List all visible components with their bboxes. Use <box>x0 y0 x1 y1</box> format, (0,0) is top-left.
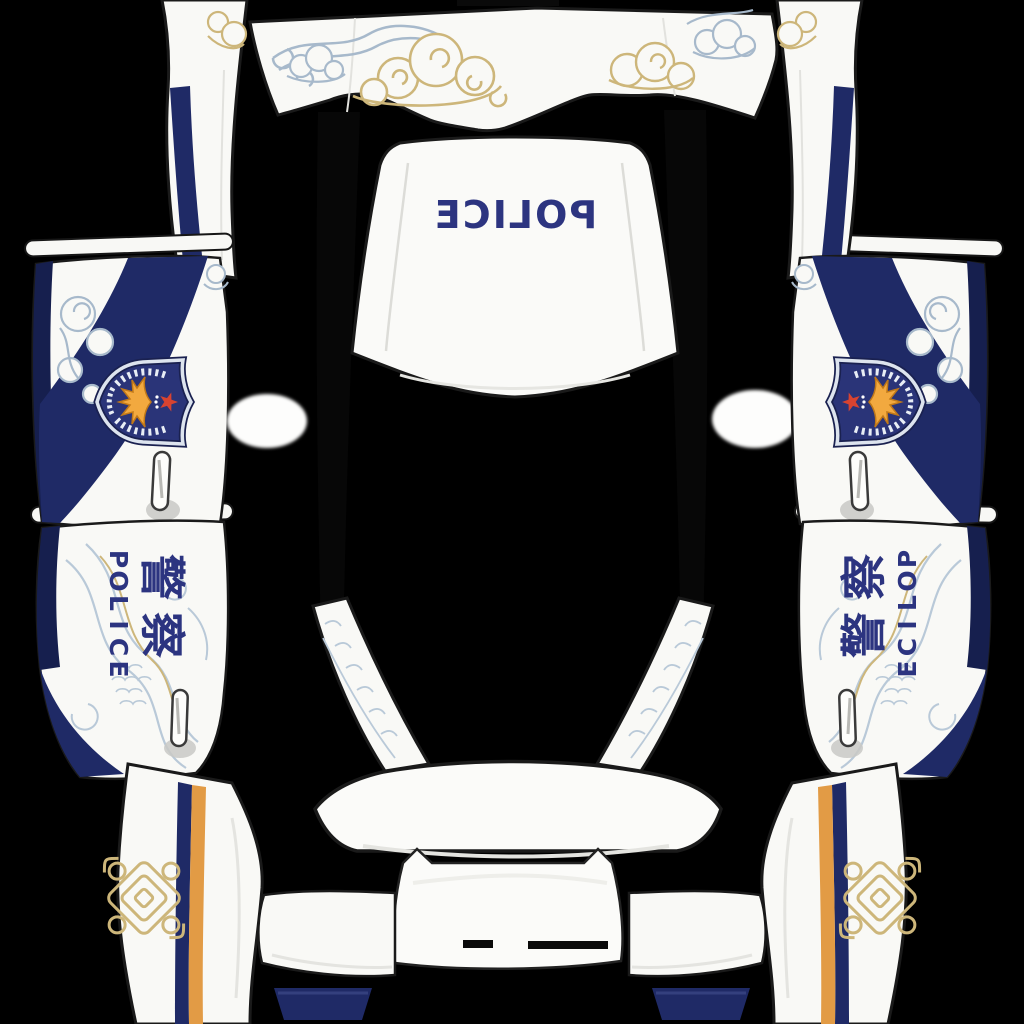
roof-panel-shape <box>248 6 779 133</box>
right-fender-panel <box>754 758 932 1024</box>
hood-shading <box>399 373 631 390</box>
badge-star <box>842 392 860 412</box>
cloud-pattern <box>56 295 115 405</box>
cloud-pattern <box>905 295 964 405</box>
fender-navy-stripe <box>175 782 192 1024</box>
trunk-shading <box>412 873 608 885</box>
roof-crease <box>346 17 356 113</box>
livery-glyph: E <box>893 660 922 678</box>
pillar-crease <box>799 69 804 261</box>
wing-shading <box>631 953 753 969</box>
right-bumper-wing <box>627 885 772 980</box>
surround-left-arm <box>311 596 432 773</box>
rear-door-navy-edge <box>36 526 60 670</box>
door-handle <box>831 688 863 758</box>
badge-dot <box>862 400 866 404</box>
livery-glyph: 警 <box>135 554 189 600</box>
badge-wreath <box>106 368 167 436</box>
a-pillar-left <box>316 112 360 638</box>
rear-door-navy-wedge <box>903 668 987 777</box>
badge-dot <box>155 405 159 409</box>
cloud-pattern <box>791 264 817 290</box>
surround-right-arm <box>594 596 715 773</box>
fender-shading <box>230 817 241 999</box>
left-door-jingcha-label: 警察 <box>134 548 189 664</box>
right-mirror-cap <box>712 390 798 448</box>
bumper-wing-shape <box>627 889 767 978</box>
right-rear-door-panel <box>792 518 999 784</box>
badge-wreath <box>853 368 914 436</box>
cloud-pattern <box>286 43 346 83</box>
right-pillar-panel <box>772 0 884 285</box>
trunk-shape <box>392 847 624 970</box>
livery-glyph: 警 <box>837 612 891 658</box>
a-pillar-right <box>664 110 708 638</box>
left-bumper-wing <box>252 885 397 980</box>
rear-window-surround <box>283 596 743 908</box>
livery-glyph: E <box>104 660 133 678</box>
surround-band <box>313 759 723 853</box>
gold-cloud-pattern <box>776 10 818 50</box>
fender-orange-stripe <box>188 785 206 1024</box>
right-front-door-panel <box>787 252 1000 530</box>
license-plate-slot <box>463 940 493 948</box>
rear-door-navy-edge <box>967 526 991 670</box>
roof-edge-mark <box>457 0 559 6</box>
fender-navy-stripe <box>832 782 849 1024</box>
badge-gold-emblem <box>116 376 152 428</box>
fender-orange-stripe <box>818 785 836 1024</box>
chinese-knot-pattern <box>838 856 922 940</box>
cloud-pattern <box>686 8 757 60</box>
hood-crease <box>384 162 410 352</box>
right-rocker-skirt <box>646 985 754 1023</box>
rocker-skirt-shape <box>652 988 750 1020</box>
pillar-navy-stripe <box>170 86 204 274</box>
left-front-door-panel <box>20 252 233 530</box>
badge-dot <box>154 400 158 404</box>
left-pillar-panel <box>140 0 252 285</box>
badge-dot <box>861 405 865 409</box>
hood-police-label: POLICE <box>432 193 598 237</box>
rear-door-navy-wedge <box>40 668 124 777</box>
badge-gold-emblem <box>868 376 904 428</box>
door-handle <box>164 688 196 758</box>
badge-dot <box>155 395 159 399</box>
license-plate-slot <box>528 941 608 949</box>
band-shading <box>362 844 670 859</box>
badge-dot <box>861 395 865 399</box>
hood-panel: POLICE <box>340 105 690 405</box>
livery-glyph: 察 <box>135 612 189 658</box>
right-door-jingcha-label: 察警 <box>837 548 892 664</box>
gold-cloud-pattern <box>206 10 248 50</box>
door-handle <box>146 450 180 521</box>
roof-panel <box>235 0 780 133</box>
fender-shading <box>783 817 794 999</box>
cloud-pattern <box>203 264 229 290</box>
scale-pattern <box>322 620 704 759</box>
hood-shape <box>350 135 680 399</box>
left-fender-panel <box>92 758 270 1024</box>
pillar-navy-stripe <box>820 86 854 274</box>
badge-star <box>160 392 178 412</box>
trunk-panel <box>383 843 635 977</box>
left-rocker-skirt <box>270 985 378 1023</box>
wing-shading <box>271 953 393 969</box>
livery-glyph: 察 <box>837 554 891 600</box>
police-badge-icon <box>93 356 196 448</box>
gold-cloud-pattern <box>608 41 696 91</box>
police-badge-icon <box>824 356 927 448</box>
hood-crease <box>620 162 646 352</box>
left-mirror-cap <box>227 394 307 448</box>
bumper-wing-shape <box>257 889 397 978</box>
chinese-knot-pattern <box>102 856 186 940</box>
door-handle <box>840 450 874 521</box>
gold-cloud-pattern <box>352 32 508 108</box>
rocker-skirt-shape <box>274 988 372 1020</box>
